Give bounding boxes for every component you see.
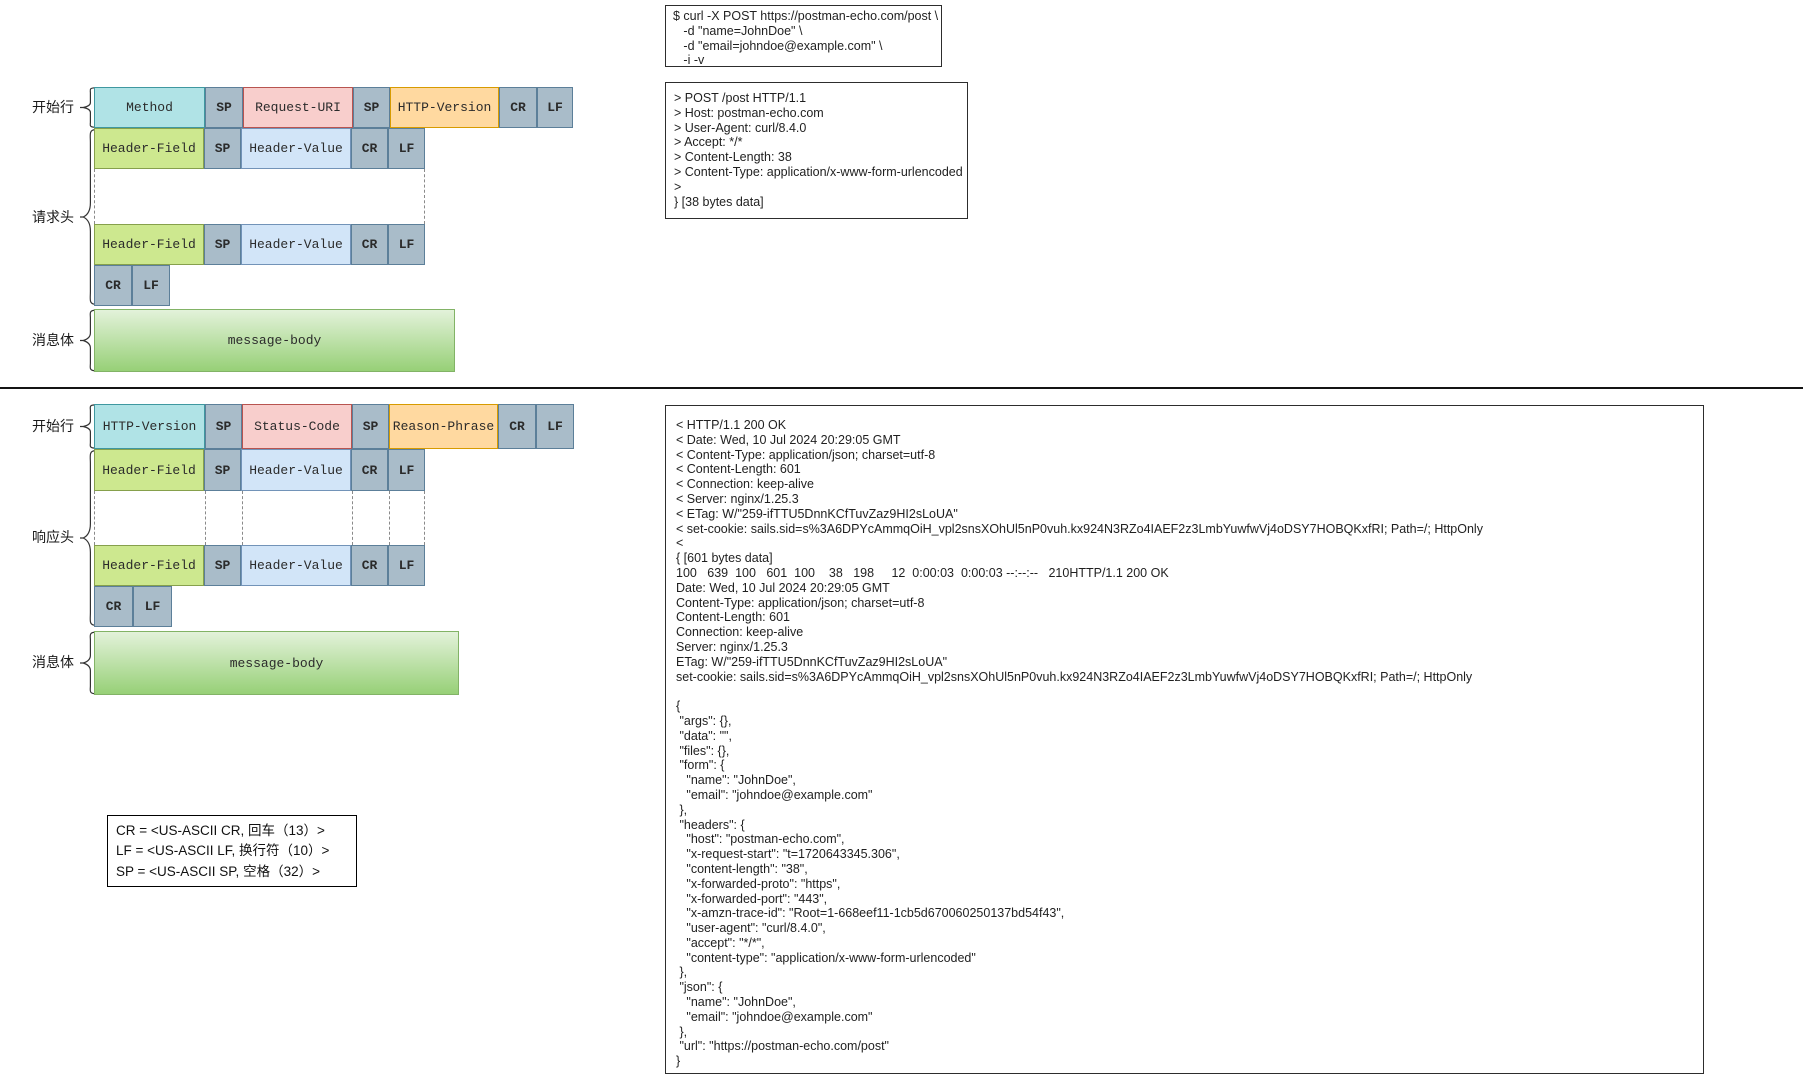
- cell-http-version: HTTP-Version: [390, 87, 499, 128]
- cell-cr: CR: [94, 586, 133, 627]
- cell-lf: LF: [132, 265, 170, 306]
- cell-header-field: Header-Field: [94, 128, 204, 169]
- cell-reason-phrase: Reason-Phrase: [389, 404, 498, 449]
- dashed-guide: [242, 491, 243, 545]
- cell-sp: SP: [353, 87, 390, 128]
- cell-lf: LF: [388, 224, 425, 265]
- request-start-line-label: 开始行: [32, 99, 74, 115]
- cell-method: Method: [94, 87, 205, 128]
- cell-sp: SP: [204, 128, 241, 169]
- response-headers-label: 响应头: [32, 529, 74, 545]
- cell-status-code: Status-Code: [242, 404, 352, 449]
- cell-cr: CR: [351, 545, 388, 586]
- cell-cr: CR: [94, 265, 132, 306]
- section-divider: [0, 387, 1803, 389]
- request-body-label: 消息体: [32, 332, 74, 348]
- dashed-guide: [389, 491, 390, 545]
- response-start-line-label: 开始行: [32, 418, 74, 434]
- brace-response-body: [80, 631, 96, 695]
- cell-cr: CR: [499, 87, 537, 128]
- cell-message-body: message-body: [94, 631, 459, 695]
- cell-sp: SP: [205, 404, 242, 449]
- cell-cr: CR: [351, 128, 388, 169]
- brace-request-headers: [80, 128, 96, 306]
- cell-lf: LF: [388, 545, 425, 586]
- cell-message-body: message-body: [94, 309, 455, 372]
- dashed-guide: [205, 491, 206, 545]
- cell-header-value: Header-Value: [241, 128, 351, 169]
- ascii-legend: CR = <US-ASCII CR, 回车（13）> LF = <US-ASCI…: [107, 815, 357, 887]
- cell-sp: SP: [204, 545, 241, 586]
- cell-lf: LF: [388, 128, 425, 169]
- request-more-headers-placeholder: [94, 169, 425, 224]
- cell-lf: LF: [536, 404, 574, 449]
- cell-lf: LF: [388, 449, 425, 491]
- request-headers-label: 请求头: [32, 209, 74, 225]
- cell-sp: SP: [204, 224, 241, 265]
- cell-header-value: Header-Value: [241, 224, 351, 265]
- response-verbose-box: < HTTP/1.1 200 OK < Date: Wed, 10 Jul 20…: [665, 405, 1704, 1074]
- cell-cr: CR: [351, 449, 388, 491]
- brace-response-start-line: [80, 404, 96, 449]
- cell-header-field: Header-Field: [94, 449, 204, 491]
- dashed-guide: [352, 491, 353, 545]
- cell-header-value: Header-Value: [241, 449, 351, 491]
- cell-header-field: Header-Field: [94, 545, 204, 586]
- brace-request-start-line: [80, 87, 96, 128]
- cell-sp: SP: [352, 404, 389, 449]
- cell-header-value: Header-Value: [241, 545, 351, 586]
- cell-header-field: Header-Field: [94, 224, 204, 265]
- brace-response-headers: [80, 449, 96, 627]
- cell-lf: LF: [537, 87, 573, 128]
- cell-http-version: HTTP-Version: [94, 404, 205, 449]
- cell-sp: SP: [204, 449, 241, 491]
- brace-request-body: [80, 309, 96, 372]
- cell-cr: CR: [351, 224, 388, 265]
- curl-command-box: $ curl -X POST https://postman-echo.com/…: [665, 5, 942, 67]
- request-verbose-box: > POST /post HTTP/1.1 > Host: postman-ec…: [665, 82, 968, 219]
- response-body-label: 消息体: [32, 654, 74, 670]
- cell-cr: CR: [498, 404, 536, 449]
- cell-request-uri: Request-URI: [243, 87, 353, 128]
- response-more-headers-placeholder: [94, 491, 425, 545]
- cell-lf: LF: [133, 586, 172, 627]
- cell-sp: SP: [205, 87, 243, 128]
